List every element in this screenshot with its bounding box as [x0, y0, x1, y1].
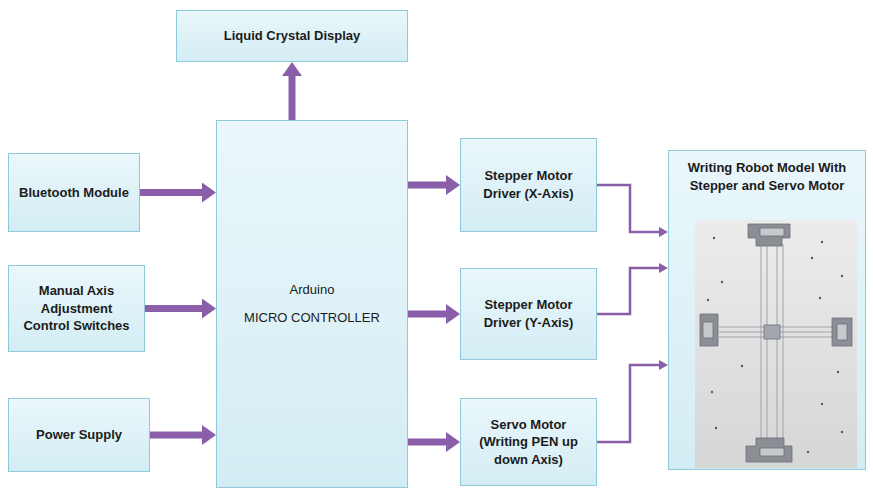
box-label: Writing Robot Model With Stepper and Ser…	[685, 159, 849, 194]
motor-brackets	[700, 224, 852, 462]
flow-arrow	[408, 182, 446, 189]
flow-arrow	[150, 432, 202, 439]
flow-arrow	[145, 305, 202, 312]
display-box: Liquid Crystal Display	[176, 10, 408, 62]
signal-line	[597, 185, 659, 232]
box-label: Liquid Crystal Display	[224, 27, 361, 45]
flow-arrow	[289, 76, 296, 120]
input-box: Bluetooth Module	[8, 153, 140, 232]
signal-line	[597, 268, 659, 314]
board-dots	[707, 237, 843, 453]
driver-box: Stepper Motor Driver (X-Axis)	[460, 138, 597, 232]
box-sublabel: MICRO CONTROLLER	[244, 309, 380, 327]
flow-arrow	[140, 189, 202, 196]
box-label: Bluetooth Module	[19, 184, 129, 202]
box-label: Arduino	[290, 281, 335, 299]
input-box: Power Supply	[8, 398, 150, 472]
controller-box: ArduinoMICRO CONTROLLER	[216, 120, 408, 488]
vertical-rails	[761, 244, 783, 442]
white-board	[695, 220, 857, 468]
robot-model-box: Writing Robot Model With Stepper and Ser…	[668, 150, 866, 470]
robot-box-fill	[669, 151, 866, 470]
flow-arrow	[408, 311, 446, 318]
box-label: Manual Axis Adjustment Control Switches	[19, 282, 134, 335]
motor-box: Servo Motor (Writing PEN up down Axis)	[460, 398, 597, 486]
driver-box: Stepper Motor Driver (Y-Axis)	[460, 268, 597, 360]
box-label: Servo Motor (Writing PEN up down Axis)	[471, 416, 586, 469]
box-label: Power Supply	[36, 426, 122, 444]
box-label: Stepper Motor Driver (Y-Axis)	[471, 296, 586, 331]
signal-line	[597, 365, 659, 442]
flow-arrow	[408, 439, 446, 446]
box-label: Stepper Motor Driver (X-Axis)	[471, 167, 586, 202]
input-box: Manual Axis Adjustment Control Switches	[8, 265, 145, 352]
